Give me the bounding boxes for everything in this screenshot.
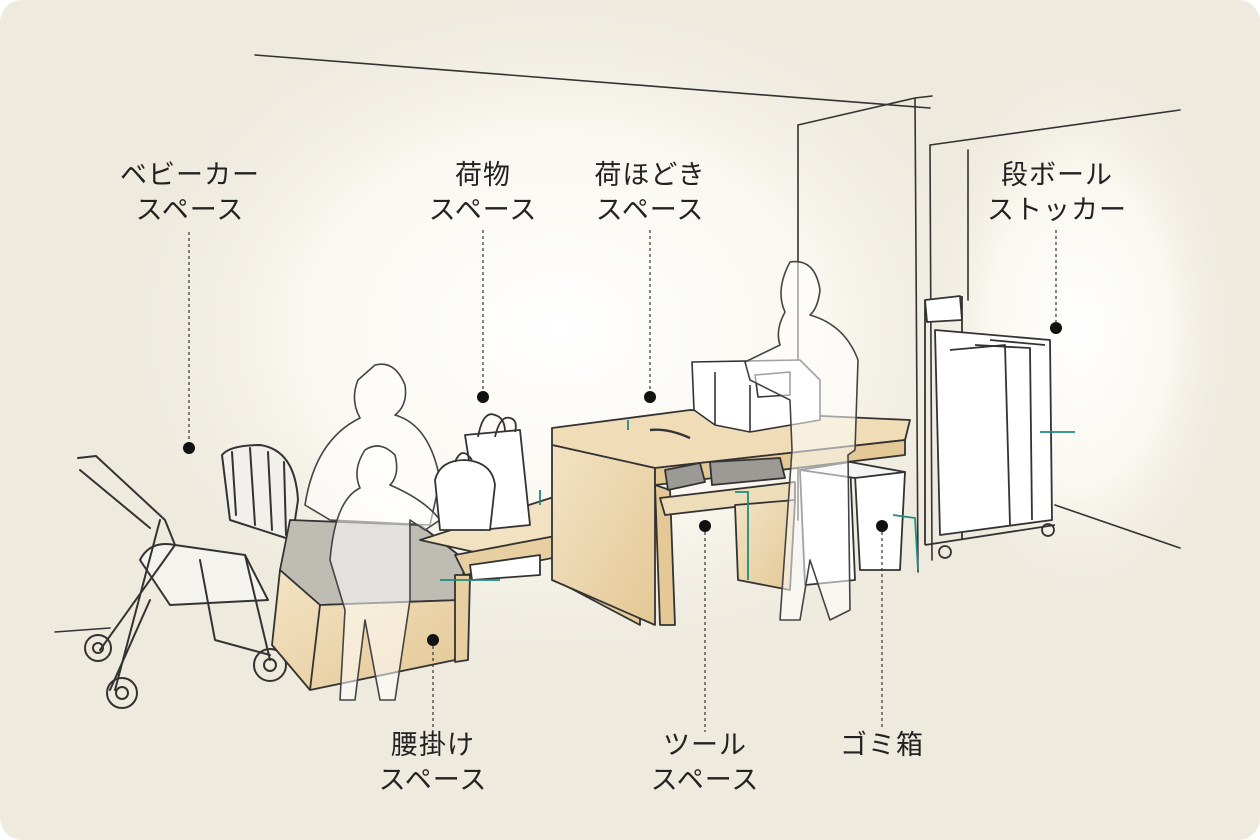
label-line: ツール	[663, 730, 747, 761]
label-line: 腰掛け	[391, 730, 475, 761]
handbags	[434, 413, 531, 531]
label-tool-space: ツール スペース	[625, 728, 785, 798]
label-line: 荷ほどき	[594, 160, 706, 191]
label-luggage-space: 荷物 スペース	[403, 158, 563, 228]
label-trash-bin: ゴミ箱	[812, 728, 952, 763]
label-stroller-space: ベビーカー スペース	[100, 158, 280, 228]
label-line: スペース	[650, 765, 760, 796]
label-line: スペース	[135, 195, 245, 226]
label-line: ストッカー	[987, 195, 1127, 226]
label-seating-space: 腰掛け スペース	[353, 728, 513, 798]
seating-bench	[271, 519, 466, 691]
label-cardboard-stocker: 段ボール ストッカー	[972, 158, 1142, 228]
label-line: スペース	[595, 195, 705, 226]
label-line: スペース	[428, 195, 538, 226]
callout-dots	[183, 322, 1062, 646]
accent-lines	[440, 420, 1075, 581]
stroller	[77, 444, 299, 709]
label-line: ゴミ箱	[840, 730, 924, 761]
label-line: スペース	[378, 765, 488, 796]
people	[304, 260, 859, 701]
label-line: 段ボール	[1001, 160, 1113, 191]
label-line: 荷物	[455, 160, 511, 191]
cardboard-stocker	[924, 295, 1056, 559]
label-line: ベビーカー	[120, 160, 260, 191]
label-unpacking-space: 荷ほどき スペース	[565, 158, 735, 228]
callout-leaders	[188, 230, 1057, 732]
